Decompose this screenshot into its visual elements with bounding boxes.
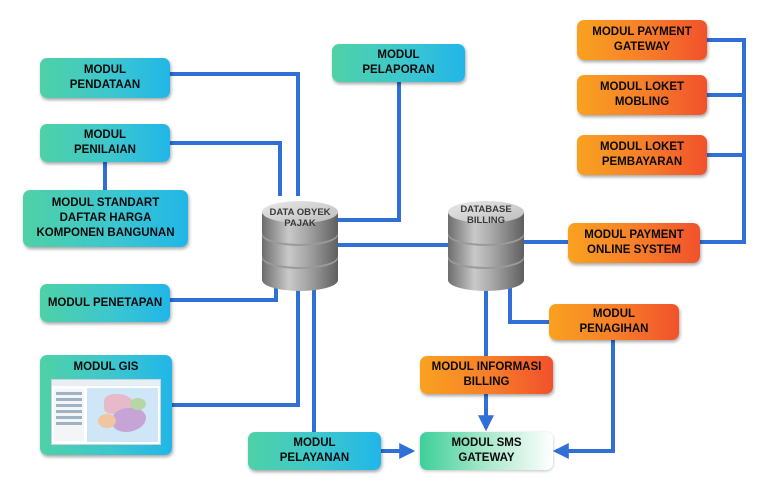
module-loket-mobling: MODUL LOKET MOBLING: [577, 75, 707, 115]
module-label: PELAYANAN: [279, 452, 350, 464]
module-label: MODUL PAYMENT: [592, 26, 692, 38]
module-label: MODUL: [377, 49, 420, 61]
module-label: PENDATAAN: [69, 79, 141, 91]
connector-gis: [172, 288, 300, 407]
db-label-line: PAJAK: [284, 218, 316, 229]
module-label: BILLING: [463, 376, 510, 388]
module-pelayanan: MODUL PELAYANAN: [248, 432, 381, 470]
map-screenshot-icon: [51, 379, 161, 445]
connector-right-bus: [700, 38, 746, 244]
module-pendataan: MODUL PENDATAAN: [40, 58, 170, 98]
db-label-database-billing: DATABASE BILLING: [441, 204, 531, 226]
module-gis: MODUL GIS: [40, 355, 172, 455]
module-label: PENAGIHAN: [579, 323, 649, 335]
module-label: DAFTAR HARGA: [59, 212, 152, 224]
db-label-data-obyek-pajak: DATA OBYEK PAJAK: [255, 207, 345, 229]
module-pelaporan: MODUL PELAPORAN: [332, 44, 465, 82]
module-penetapan: MODUL PENETAPAN: [40, 284, 170, 322]
module-standart: MODUL STANDART DAFTAR HARGA KOMPONEN BAN…: [23, 190, 188, 247]
module-label: PELAPORAN: [362, 64, 435, 76]
connector-pendataan: [170, 72, 300, 196]
module-sms-gateway: MODUL SMS GATEWAY: [420, 432, 553, 470]
module-label: MOBLING: [614, 96, 670, 108]
module-penagihan: MODUL PENAGIHAN: [549, 304, 679, 340]
db-label-line: BILLING: [467, 215, 505, 226]
module-informasi-billing: MODUL INFORMASI BILLING: [420, 356, 553, 394]
module-label: MODUL STANDART: [51, 197, 160, 209]
module-loket-pembayaran: MODUL LOKET PEMBAYARAN: [577, 135, 707, 175]
module-label: MODUL: [592, 308, 636, 320]
module-penilaian: MODUL PENILAIAN: [40, 124, 170, 162]
connector-pelaporan: [338, 82, 401, 222]
connectors: [103, 38, 746, 459]
module-label: MODUL GIS: [73, 361, 139, 373]
module-label: PENILAIAN: [74, 144, 136, 156]
module-label: KOMPONEN BANGUNAN: [36, 227, 175, 239]
connector-penilaian: [170, 141, 282, 196]
module-label: MODUL LOKET: [599, 81, 685, 93]
database-data-obyek-pajak-icon: [262, 201, 338, 291]
module-label: MODUL INFORMASI: [431, 361, 542, 373]
module-label: MODUL SMS: [451, 437, 522, 449]
db-label-line: DATA OBYEK: [269, 207, 331, 218]
module-payment-gateway: MODUL PAYMENT GATEWAY: [577, 20, 707, 60]
module-label: GATEWAY: [613, 41, 671, 53]
module-label: MODUL: [83, 64, 127, 76]
module-label: MODUL PAYMENT: [584, 229, 684, 241]
connector-penagihan-sms: [552, 340, 615, 459]
module-label: MODUL LOKET: [599, 141, 685, 153]
db-label-line: DATABASE: [460, 204, 512, 215]
module-label: MODUL: [83, 129, 127, 141]
module-payment-online: MODUL PAYMENT ONLINE SYSTEM: [568, 223, 700, 263]
module-label: ONLINE SYSTEM: [587, 244, 681, 256]
connector-penetapan: [170, 288, 278, 302]
database-billing-icon: [448, 201, 524, 291]
module-label: MODUL: [293, 437, 336, 449]
module-label: MODUL PENETAPAN: [47, 296, 163, 309]
module-label: PEMBAYARAN: [601, 156, 683, 168]
connector-penagihan: [508, 288, 549, 324]
module-label: GATEWAY: [458, 452, 515, 464]
